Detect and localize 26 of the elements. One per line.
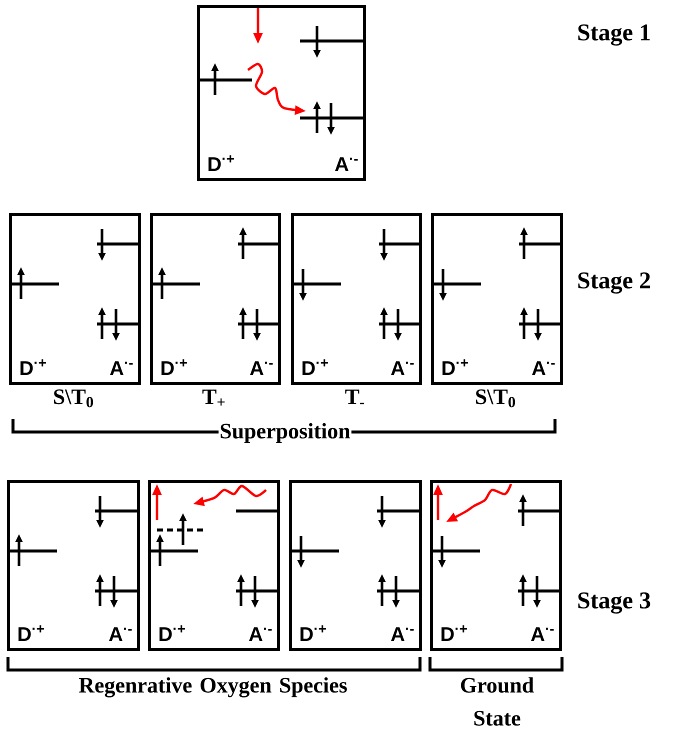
donor-label: D$^{·+}$	[442, 359, 468, 375]
donor-label: D$^{·+}$	[162, 359, 187, 375]
acceptor-label: A$^{·-}$	[335, 157, 358, 171]
donor-label: D$^{·+}$	[208, 155, 234, 171]
donor-label: D$^{·+}$	[18, 625, 44, 641]
state-label: T$_{+}$	[202, 390, 225, 406]
state-label: S\T$_{0}$	[54, 389, 94, 408]
stage-label: Stage 1	[578, 24, 650, 46]
bracket-label: Ground State	[461, 677, 534, 726]
acceptor-label: A$^{·-}$	[532, 361, 555, 375]
state-label: S\T$_{0}$	[476, 389, 516, 408]
donor-label: D$^{·+}$	[160, 625, 185, 641]
acceptor-label: A$^{·-}$	[249, 627, 272, 641]
donor-label: D$^{·+}$	[300, 625, 326, 641]
acceptor-label: A$^{·-}$	[109, 627, 132, 641]
bracket-label: Superposition	[218, 422, 352, 444]
state-label: T$_{-}$	[345, 390, 364, 404]
acceptor-label: A$^{·-}$	[391, 361, 414, 375]
donor-label: D$^{·+}$	[20, 359, 46, 375]
bracket-label: Regenrative Oxygen Species	[78, 677, 347, 698]
donor-label: D$^{·+}$	[442, 625, 467, 641]
donor-label: D$^{·+}$	[302, 359, 328, 375]
acceptor-label: A$^{·-}$	[110, 361, 133, 375]
acceptor-label: A$^{·-}$	[391, 627, 414, 641]
acceptor-label: A$^{·-}$	[250, 361, 273, 375]
acceptor-label: A$^{·-}$	[531, 627, 554, 641]
